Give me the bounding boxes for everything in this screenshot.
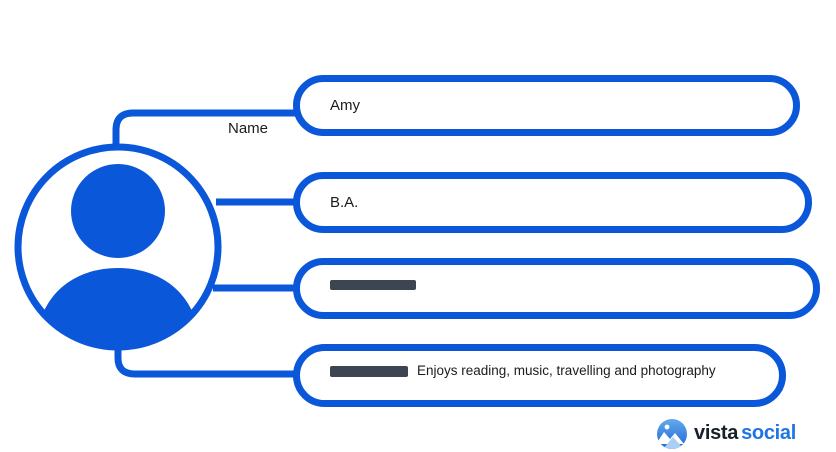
mountain-back (657, 432, 684, 444)
brand-name-accent: social (741, 422, 796, 444)
brand-logo-icon (657, 419, 687, 449)
pill-2-text: B.A. (330, 194, 359, 211)
placeholder-bar-pill-4 (330, 366, 408, 377)
person-shoulders (36, 268, 200, 344)
pill-1-text: Amy (330, 97, 360, 114)
sun-icon (664, 424, 670, 430)
person-icon (36, 164, 200, 344)
branch-line-1 (112, 109, 300, 150)
avatar (14, 143, 222, 351)
placeholder-bar-pill-3 (330, 280, 416, 290)
branch-label: Name (228, 120, 269, 137)
branch-line-4 (114, 344, 300, 378)
node-pill-1: Amy (293, 75, 800, 136)
brand-name-primary: vista (694, 422, 739, 444)
branch-lines (112, 109, 300, 378)
mountain-front (663, 437, 684, 449)
node-pill-2: B.A. (293, 172, 812, 233)
mountain-photo-icon (657, 424, 684, 449)
pill-4-sentence: Enjoys reading, music, travelling and ph… (417, 363, 716, 378)
person-head (71, 164, 165, 258)
